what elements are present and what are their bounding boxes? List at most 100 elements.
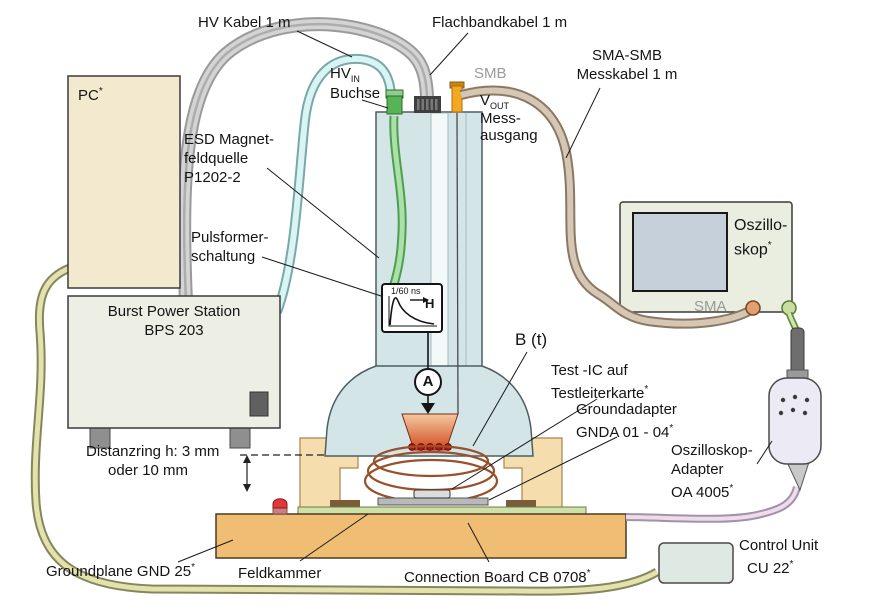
v-out-base: V [480, 92, 491, 109]
bps-connector [249, 391, 269, 417]
board-clip-right [506, 500, 536, 507]
label-pulse-time: 1/60 ns [391, 286, 421, 296]
oscilloscope-box [619, 201, 793, 313]
label-distance-ring: Distanzring h: 3 mm oder 10 mm [86, 442, 219, 480]
test-ic-line1: Test -IC auf [551, 362, 628, 379]
leader-oa-adapter [756, 440, 773, 465]
label-feldkammer: Feldkammer [238, 565, 322, 582]
bps-line2: BPS 203 [144, 322, 204, 339]
h-arrow-head [423, 297, 429, 303]
pulse-box [381, 283, 443, 333]
hv-in-base: HV [330, 65, 351, 82]
label-v-out-line2: ausgang [480, 127, 538, 144]
control-unit-asterisk: * [789, 559, 794, 570]
label-sma: SMA [694, 298, 727, 315]
connection-board-asterisk: * [586, 568, 591, 579]
bps-body [67, 295, 281, 429]
label-pulse-h: H [425, 296, 435, 311]
measurement-line [456, 112, 459, 415]
height-arrow-head-top [243, 455, 251, 463]
probe-body [768, 377, 822, 465]
distance-ring-line1: Distanzring h: 3 mm [86, 443, 220, 460]
probe-tip [786, 461, 810, 492]
label-pc: PC* [78, 82, 103, 105]
oscilloscope-asterisk: * [767, 240, 772, 251]
leader-ground-adapter [488, 436, 618, 501]
bps-foot-right [229, 427, 251, 449]
oscilloscope-screen [632, 212, 728, 292]
hv-in-connector [386, 95, 403, 115]
ground-adapter-plate [377, 497, 489, 506]
leader-hv-cable [296, 30, 353, 58]
oscilloscope-adapter-probe [768, 327, 822, 492]
pc-box [67, 75, 181, 289]
label-pulse-former: Pulsformer- schaltung [191, 228, 269, 266]
leader-b-field [472, 351, 528, 447]
height-arrow-head-bottom [243, 484, 251, 492]
leader-connection-board [467, 522, 490, 563]
control-unit-box [658, 542, 734, 584]
distance-ring-line2: oder 10 mm [108, 462, 189, 479]
test-ic-line2: Testleiterkarte* [551, 384, 649, 402]
label-meas-cable-line2: Messkabel 1 m [576, 66, 678, 83]
groundplane-asterisk: * [191, 562, 195, 573]
leader-lines [177, 30, 773, 563]
pulse-former-line1: Pulsformer- [191, 229, 269, 246]
label-v-out-line1: Mess- [480, 110, 521, 127]
label-bps: Burst Power Station BPS 203 [68, 302, 280, 340]
groundplane-plate [215, 513, 627, 559]
oscilloscope-line1: Oszillo- [734, 217, 788, 234]
ground-adapter-asterisk: * [669, 423, 674, 434]
label-test-ic: Test -IC auf Testleiterkarte* [551, 361, 648, 403]
distance-annotation [240, 454, 326, 492]
label-esd-source: ESD Magnet- feldquelle P1202-2 [184, 130, 274, 187]
board-clip-left [330, 500, 360, 507]
pc-asterisk: * [98, 86, 103, 97]
led-indicator [272, 498, 288, 515]
label-oscilloscope: Oszillo- skop* [734, 216, 787, 260]
label-v-out: VOUT [480, 91, 509, 116]
test-pcb [297, 506, 587, 515]
leader-test-ic [451, 398, 598, 490]
v-out-sub: OUT [490, 101, 510, 111]
label-oa-adapter: Oszilloskop- Adapter OA 4005* [671, 441, 753, 502]
label-hv-in: HVIN [330, 64, 360, 89]
control-unit-line1: Control Unit [739, 537, 819, 554]
label-groundplane: Groundplane GND 25* [46, 562, 195, 580]
injection-tip [421, 403, 435, 414]
bps-line1: Burst Power Station [107, 303, 241, 320]
pulse-waveform [389, 297, 435, 326]
oa-adapter-line1: Oszilloskop- [671, 442, 753, 459]
hv-in-sub: IN [350, 74, 360, 84]
leader-ribbon-cable [429, 32, 469, 76]
scope-probe-connector [781, 300, 797, 316]
label-ground-adapter: Groundadapter GNDA 01 - 04* [576, 400, 677, 442]
label-ammeter: A [422, 373, 434, 390]
oa-adapter-line2: Adapter [671, 461, 724, 478]
test-ic-chip [413, 489, 451, 499]
test-ic-asterisk: * [644, 384, 649, 395]
esd-source-line1: ESD Magnet- [184, 131, 275, 148]
label-ribbon-cable: Flachbandkabel 1 m [432, 14, 568, 31]
pulse-former-inset [381, 283, 443, 333]
oa-adapter-asterisk: * [729, 483, 734, 494]
leader-hv-in [361, 99, 389, 109]
leader-groundplane [177, 539, 234, 563]
scope-input-connector [745, 300, 761, 316]
oa-adapter-line3: OA 4005* [671, 483, 734, 501]
oscilloscope-line2: skop* [734, 240, 772, 259]
leader-feldkammer [299, 513, 369, 562]
label-hv-in-buchse: Buchse [330, 85, 381, 102]
pulse-axes [388, 296, 437, 327]
esd-source-line3: P1202-2 [184, 169, 241, 186]
ground-adapter-line2: GNDA 01 - 04* [576, 423, 674, 441]
label-hv-cable: HV Kabel 1 m [198, 14, 291, 31]
ribbon-connector [414, 96, 441, 113]
smb-connector [451, 85, 463, 113]
pc-name: PC [78, 87, 99, 104]
label-meas-cable: SMA-SMB Messkabel 1 m [552, 46, 702, 84]
leader-esd-source [266, 167, 380, 259]
label-connection-board: Connection Board CB 0708* [404, 568, 591, 586]
